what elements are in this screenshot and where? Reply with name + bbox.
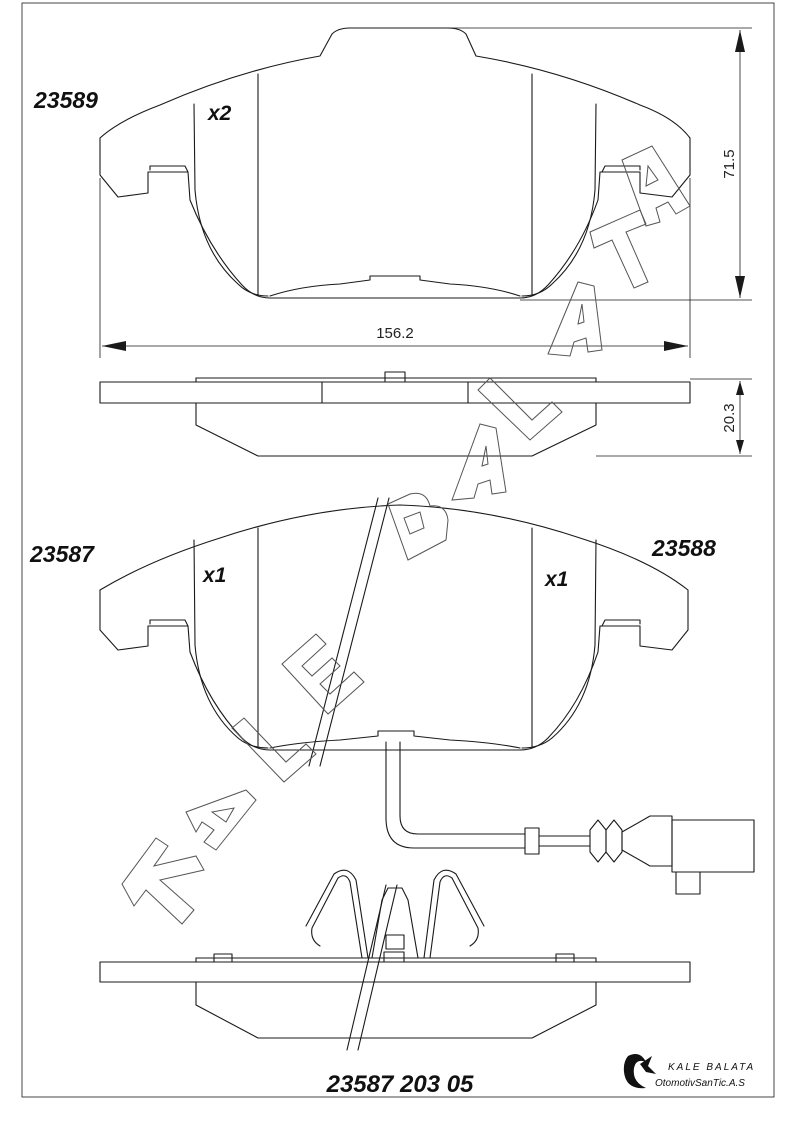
height-dimension: 71.5	[438, 27, 752, 301]
top-brake-pad-side-view	[99, 371, 691, 457]
width-dimension: 156.2	[99, 178, 691, 358]
wear-sensor-cable	[385, 741, 755, 895]
kale-balata-logo-icon	[623, 1054, 656, 1089]
page-frame	[21, 2, 775, 1098]
brand-name: KALE BALATA	[668, 1062, 755, 1073]
right-pad-code: 23588	[651, 535, 716, 561]
thickness-dimension-label: 20.3	[721, 403, 738, 432]
kale-balata-watermark	[121, 145, 691, 925]
height-dimension-label: 71.5	[721, 149, 738, 178]
bottom-brake-pad-side-view	[99, 869, 691, 1051]
right-pad-multiplier: x1	[544, 568, 568, 591]
left-pad-code: 23587	[29, 541, 95, 567]
part-number: 23587 203 05	[326, 1071, 474, 1098]
bottom-brake-pad-front-view	[99, 497, 689, 767]
top-pad-code: 23589	[33, 87, 98, 113]
width-dimension-label: 156.2	[376, 325, 414, 342]
brand-company: OtomotivSanTic.A.S	[655, 1078, 745, 1089]
left-pad-multiplier: x1	[202, 564, 226, 587]
top-pad-multiplier: x2	[207, 102, 232, 125]
thickness-dimension: 20.3	[596, 378, 752, 457]
top-brake-pad-front-view	[99, 27, 691, 299]
